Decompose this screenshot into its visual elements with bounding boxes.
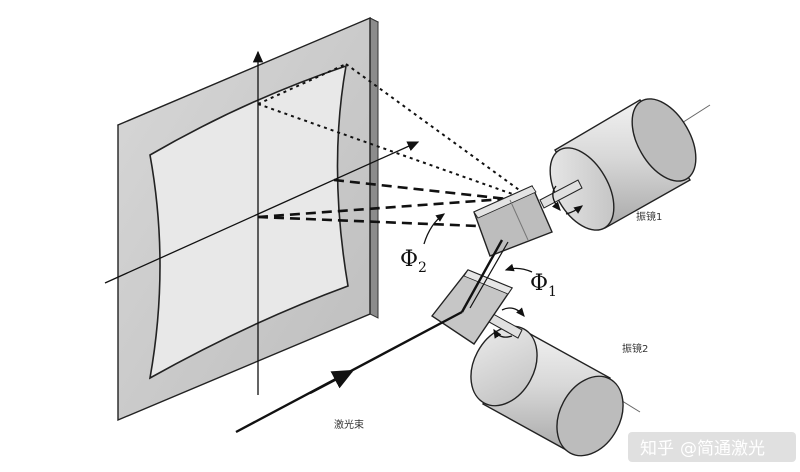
phi2-label: Φ2 bbox=[400, 247, 427, 276]
screen-axes bbox=[104, 50, 420, 395]
galvo-mirror-2 bbox=[430, 269, 514, 345]
watermark-platform: 知乎 bbox=[640, 439, 674, 459]
phi1-pointer bbox=[504, 263, 533, 273]
laser-beam-path bbox=[235, 239, 509, 434]
laser-beam-label: 激光束 bbox=[334, 418, 364, 431]
rotation-arrows bbox=[493, 185, 584, 339]
galvo-motor-1 bbox=[539, 98, 711, 231]
scan-field bbox=[148, 64, 349, 380]
dotted-beams bbox=[257, 63, 523, 197]
galvo2-label: 振镜2 bbox=[622, 342, 648, 355]
galvo1-label: 振镜1 bbox=[636, 210, 662, 223]
beam-between-mirrors bbox=[460, 239, 504, 313]
galvo-mirror-1 bbox=[473, 185, 553, 257]
beam-direction-arrow bbox=[309, 369, 355, 395]
phi-pointers bbox=[423, 213, 533, 273]
phi2-pointer bbox=[423, 213, 446, 245]
watermark: 知乎 @简通激光 bbox=[628, 432, 796, 462]
phi1-label: Φ1 bbox=[530, 271, 557, 300]
watermark-author: @简通激光 bbox=[680, 439, 765, 459]
rotation-arrow-2 bbox=[501, 307, 525, 317]
galvo-motor-2 bbox=[470, 309, 641, 457]
dashed-beams bbox=[257, 178, 519, 228]
horizontal-axis bbox=[104, 141, 420, 284]
rotation-arrow-1 bbox=[551, 185, 561, 211]
